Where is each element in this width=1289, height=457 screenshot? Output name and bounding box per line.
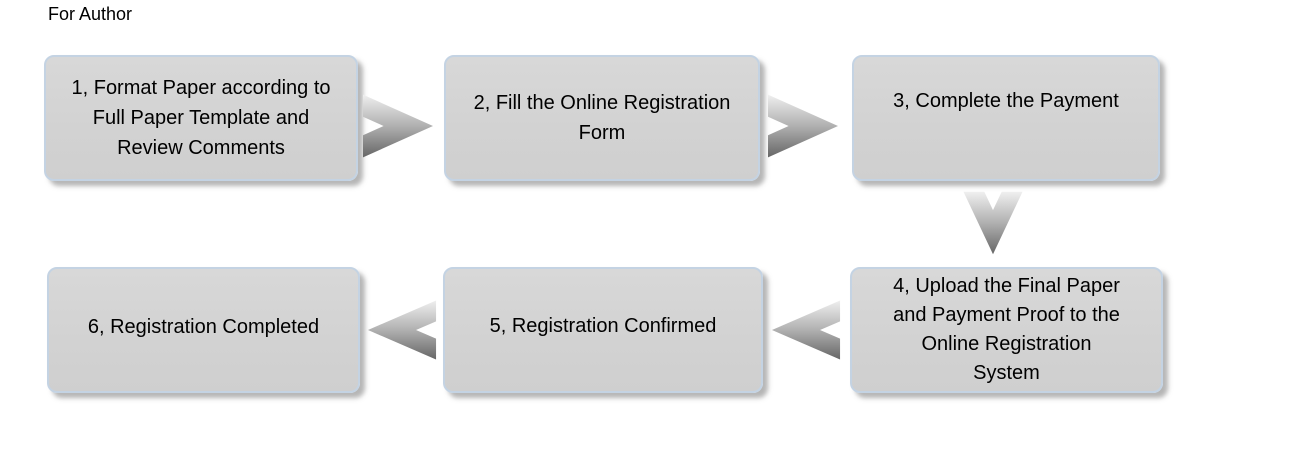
flow-step-4-label: 4, Upload the Final Paper and Payment Pr… — [893, 275, 1120, 384]
flow-step-5: 5, Registration Confirmed — [443, 267, 763, 393]
chevron-left-icon — [771, 300, 841, 360]
flow-step-2: 2, Fill the Online Registration Form — [444, 55, 760, 181]
flow-step-5-label: 5, Registration Confirmed — [489, 315, 717, 337]
flow-step-2-label: 2, Fill the Online Registration Form — [473, 92, 731, 144]
flow-step-1-label: 1, Format Paper according to Full Paper … — [71, 77, 331, 159]
flow-step-3-label: 3, Complete the Payment — [893, 90, 1119, 112]
chevron-right-icon — [363, 94, 433, 158]
flow-step-3: 3, Complete the Payment — [852, 55, 1160, 181]
chevron-down-icon — [963, 191, 1023, 255]
flow-step-6-label: 6, Registration Completed — [87, 316, 320, 338]
page-title: For Author — [48, 4, 133, 24]
chevron-left-icon — [367, 300, 437, 360]
flow-step-6: 6, Registration Completed — [47, 267, 360, 393]
flow-step-4: 4, Upload the Final Paper and Payment Pr… — [850, 267, 1163, 393]
flow-step-1: 1, Format Paper according to Full Paper … — [44, 55, 358, 181]
chevron-right-icon — [768, 94, 838, 158]
